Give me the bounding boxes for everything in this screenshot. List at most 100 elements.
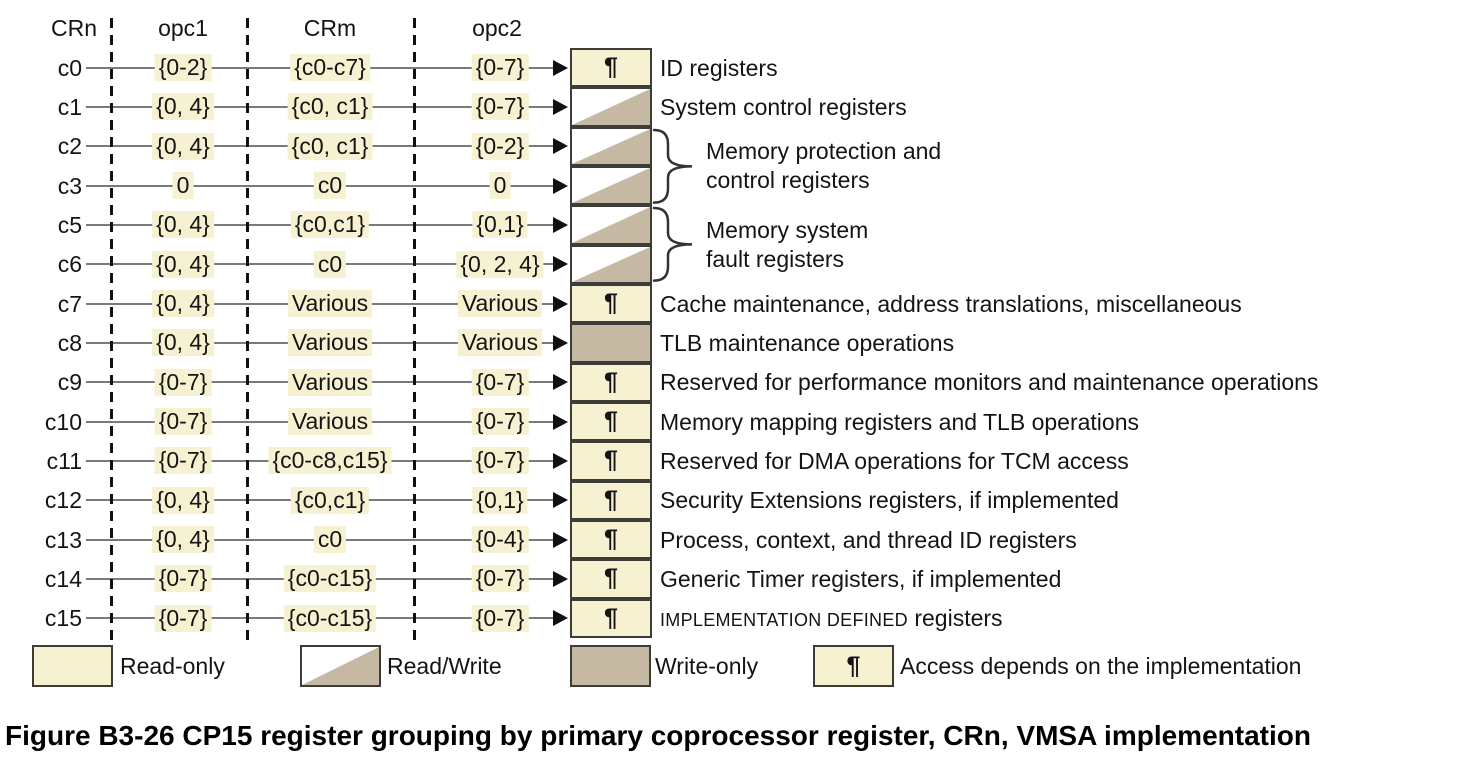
pilcrow-icon: ¶ xyxy=(604,53,618,82)
pilcrow-icon: ¶ xyxy=(846,651,861,680)
crn-label: c15 xyxy=(44,605,82,632)
opc2-value: {0-7} xyxy=(471,54,529,82)
register-description: IMPLEMENTATION DEFINED registers xyxy=(660,604,1003,632)
crn-label: c12 xyxy=(44,487,82,514)
crn-label: c2 xyxy=(57,133,82,160)
opc2-value: {0,1} xyxy=(472,486,528,514)
opc2-value: {0-7} xyxy=(471,447,529,475)
register-description: Generic Timer registers, if implemented xyxy=(660,565,1062,592)
pilcrow-icon: ¶ xyxy=(604,603,618,632)
group-brace-icon xyxy=(651,127,697,206)
opc1-value: {0, 4} xyxy=(152,526,214,554)
crm-value: Various xyxy=(287,329,373,357)
register-description: System control registers xyxy=(660,93,907,120)
opc2-value: {0,1} xyxy=(472,211,528,239)
register-box: ¶ xyxy=(570,401,652,442)
opc2-value: {0-2} xyxy=(471,132,529,160)
group-label-line: Memory protection and xyxy=(706,137,942,164)
crn-label: c5 xyxy=(57,211,82,238)
opc2-value: 0 xyxy=(489,172,511,200)
opc1-value: {0, 4} xyxy=(152,250,214,278)
register-description: Reserved for DMA operations for TCM acce… xyxy=(660,447,1129,474)
crn-label: c3 xyxy=(57,172,82,199)
register-description: Cache maintenance, address translations,… xyxy=(660,290,1242,317)
opc2-value: {0-7} xyxy=(471,408,529,436)
opc2-value: {0, 2, 4} xyxy=(456,250,544,278)
figure-caption: Figure B3-26 CP15 register grouping by p… xyxy=(5,720,1311,751)
register-box: ¶ xyxy=(570,598,652,638)
arrow-right-icon xyxy=(553,216,568,233)
opc1-value: {0, 4} xyxy=(152,290,214,318)
opc2-value: {0-7} xyxy=(471,93,529,121)
column-divider-dashed-line xyxy=(110,18,113,640)
description-smallcaps: IMPLEMENTATION DEFINED xyxy=(660,610,908,631)
column-header-opc2: opc2 xyxy=(472,15,522,41)
opc1-value: {0-7} xyxy=(154,408,212,436)
crm-value: Various xyxy=(287,290,373,318)
column-header-crm: CRm xyxy=(303,15,357,41)
register-box xyxy=(570,87,652,127)
pilcrow-icon: ¶ xyxy=(604,446,618,475)
column-header-crn: CRn xyxy=(50,15,98,41)
register-box: ¶ xyxy=(570,283,652,324)
crn-label: c10 xyxy=(44,408,82,435)
crm-value: {c0-c15} xyxy=(283,565,377,593)
crn-label: c8 xyxy=(57,329,82,356)
group-label-line: Memory system xyxy=(706,216,869,243)
opc1-value: {0-7} xyxy=(154,604,212,632)
register-description: Security Extensions registers, if implem… xyxy=(660,487,1119,514)
legend-label: Read-only xyxy=(120,653,225,679)
arrow-right-icon xyxy=(553,452,568,469)
register-box: ¶ xyxy=(570,519,652,560)
column-header-opc1: opc1 xyxy=(158,15,208,41)
column-divider-dashed-line xyxy=(413,18,416,640)
opc1-value: {0-7} xyxy=(154,447,212,475)
crm-value: Various xyxy=(287,408,373,436)
legend-label: Read/Write xyxy=(387,653,502,679)
register-box: ¶ xyxy=(570,362,652,402)
pilcrow-icon: ¶ xyxy=(604,289,618,318)
opc1-value: {0, 4} xyxy=(152,132,214,160)
crm-value: c0 xyxy=(313,172,347,200)
opc1-value: {0, 4} xyxy=(152,93,214,121)
legend-label: Write-only xyxy=(655,653,759,679)
crn-label: c13 xyxy=(44,526,82,553)
register-box: ¶ xyxy=(570,441,652,481)
arrow-right-icon xyxy=(553,570,568,587)
opc2-value: {0-7} xyxy=(471,604,529,632)
register-description: TLB maintenance operations xyxy=(660,329,955,356)
opc1-value: {0, 4} xyxy=(152,329,214,357)
legend-label: Access depends on the implementation xyxy=(900,653,1302,679)
opc2-value: {0-7} xyxy=(471,368,529,396)
crn-label: c9 xyxy=(57,369,82,396)
opc1-value: {0-7} xyxy=(154,368,212,396)
legend-swatch-wo xyxy=(570,645,651,687)
group-label-line: control registers xyxy=(706,166,870,193)
register-box: ¶ xyxy=(570,480,652,520)
crm-value: {c0-c15} xyxy=(283,604,377,632)
crn-label: c11 xyxy=(46,447,82,474)
legend-swatch-para: ¶ xyxy=(813,645,894,687)
crm-value: c0 xyxy=(313,250,347,278)
column-divider-dashed-line xyxy=(246,18,249,640)
arrow-right-icon xyxy=(553,413,568,430)
arrow-right-icon xyxy=(553,492,568,509)
crm-value: {c0,c1} xyxy=(290,486,370,514)
register-description: Memory mapping registers and TLB operati… xyxy=(660,408,1139,435)
opc2-value: {0-4} xyxy=(471,526,529,554)
arrow-right-icon xyxy=(553,138,568,155)
register-box: ¶ xyxy=(570,48,652,88)
opc1-value: {0, 4} xyxy=(152,486,214,514)
register-box xyxy=(570,244,652,284)
opc1-value: {0-2} xyxy=(154,54,212,82)
crm-value: Various xyxy=(287,368,373,396)
arrow-right-icon xyxy=(553,98,568,115)
crm-value: {c0-c7} xyxy=(290,54,370,82)
register-description: Process, context, and thread ID register… xyxy=(660,526,1077,553)
description-text: registers xyxy=(914,605,1003,632)
crn-label: c14 xyxy=(44,565,82,592)
legend-swatch-rw xyxy=(300,645,381,687)
